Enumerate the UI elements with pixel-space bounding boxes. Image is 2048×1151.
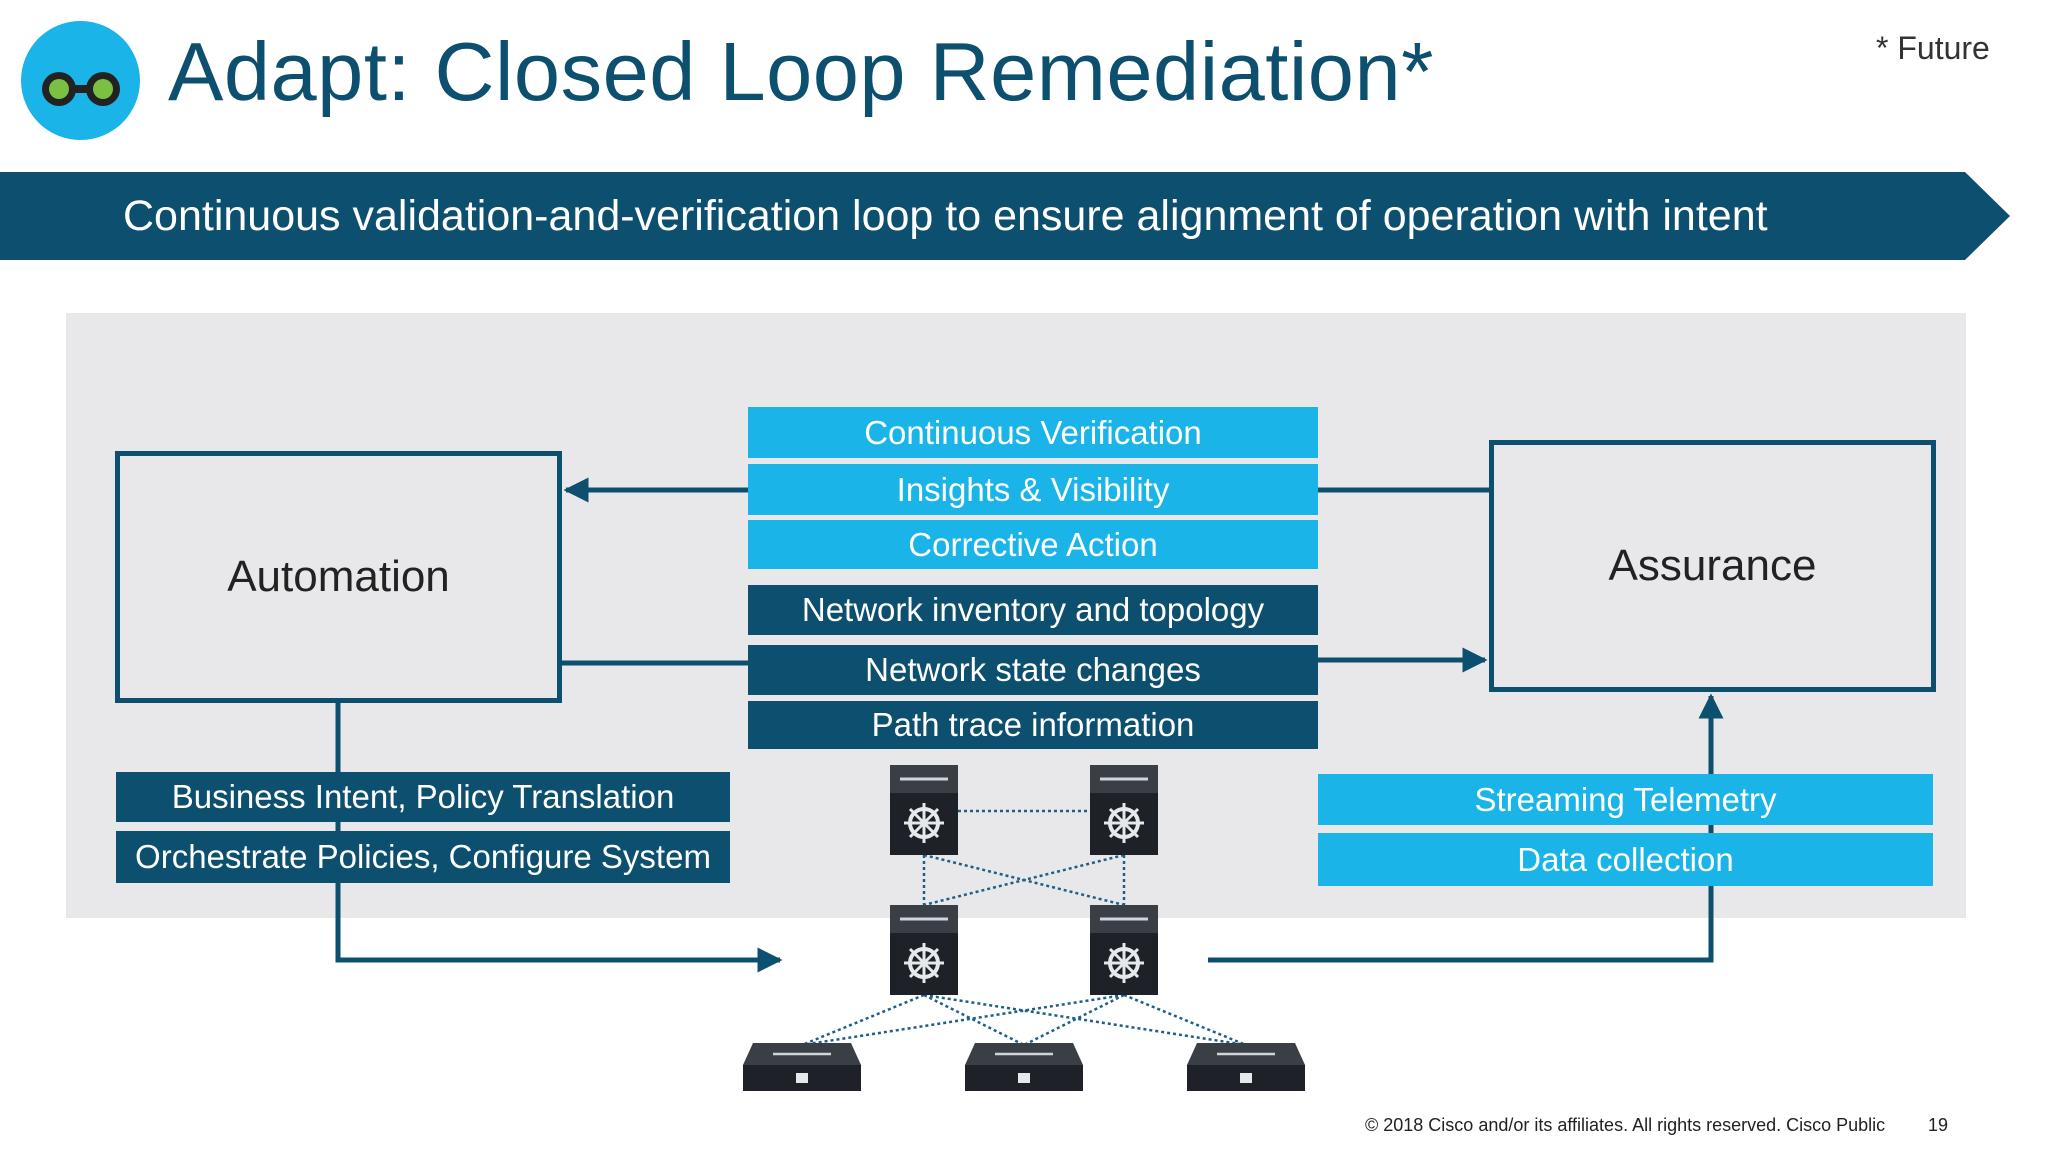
binoculars-icon [42,72,120,106]
binoculars-logo [21,21,140,140]
automation-box: Automation [115,451,562,703]
automation-label-business-intent: Business Intent, Policy Translation [116,772,730,822]
core-switch-icon [890,765,1158,995]
banner-arrow [0,172,2010,260]
center-label-corrective-action: Corrective Action [748,520,1318,569]
center-label-insights-visibility: Insights & Visibility [748,464,1318,515]
assurance-label-streaming-telemetry: Streaming Telemetry [1318,774,1933,825]
center-label-continuous-verification: Continuous Verification [748,407,1318,458]
footer-copyright: © 2018 Cisco and/or its affiliates. All … [1365,1115,1886,1135]
page-number: 19 [1928,1115,1949,1135]
access-switch-icon [743,1043,1305,1091]
assurance-box: Assurance [1489,440,1936,692]
banner-text: Continuous validation-and-verification l… [123,192,1768,240]
future-note: * Future [1876,30,1990,66]
assurance-label-data-collection: Data collection [1318,833,1933,886]
center-label-path-trace: Path trace information [748,701,1318,749]
automation-label-orchestrate: Orchestrate Policies, Configure System [116,831,730,883]
page-title: Adapt: Closed Loop Remediation* [168,25,1434,118]
center-label-network-inventory: Network inventory and topology [748,585,1318,635]
center-label-network-state: Network state changes [748,645,1318,695]
